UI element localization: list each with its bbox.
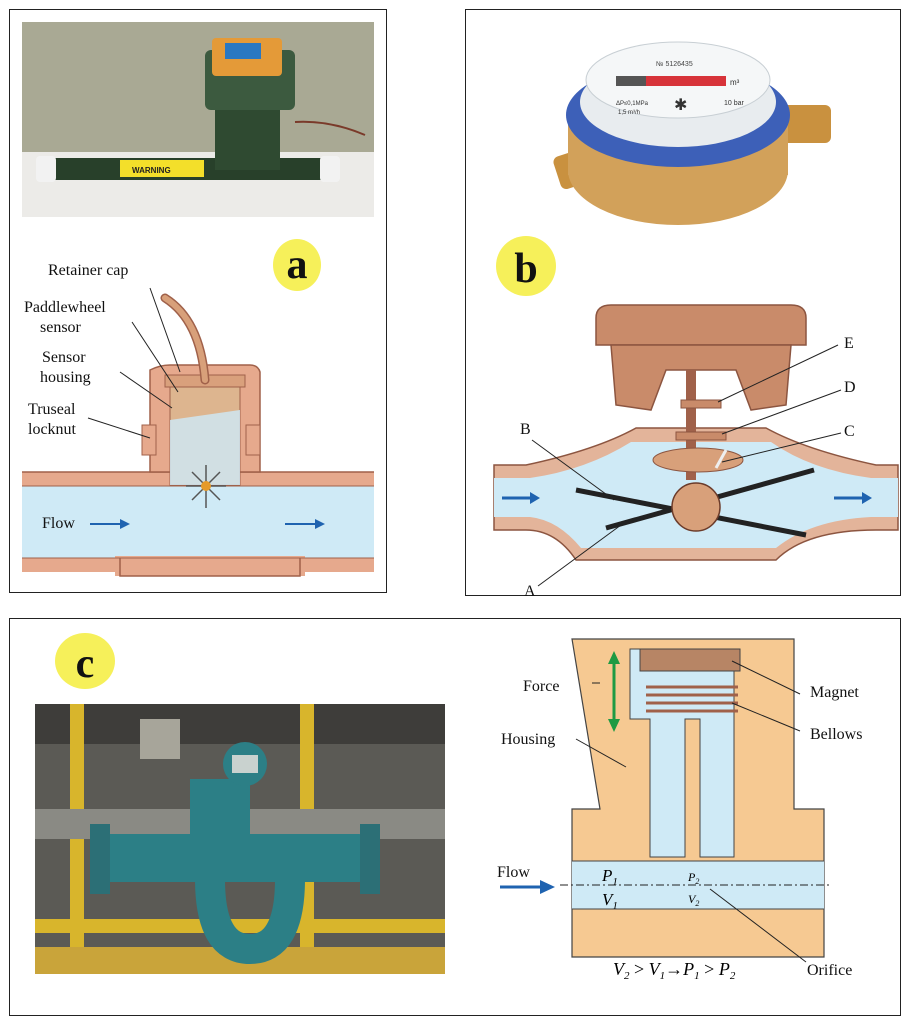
- label-truseal-2: locknut: [28, 421, 77, 438]
- label-v1: V1: [602, 890, 618, 912]
- meter-unit: m³: [730, 78, 740, 87]
- label-magnet: Magnet: [810, 684, 859, 701]
- star-dial-icon: ✱: [674, 95, 687, 114]
- label-orifice: Orifice: [807, 962, 852, 979]
- label-bellows: Bellows: [810, 726, 862, 743]
- label-flow-c: Flow: [497, 864, 530, 881]
- label-sensor-housing-2: housing: [40, 369, 91, 386]
- label-p1: P1: [601, 866, 618, 888]
- label-paddlewheel-2: sensor: [40, 319, 82, 336]
- coriolis-meter-photo: [35, 704, 445, 974]
- panel-c-canvas: c: [35, 633, 862, 982]
- label-e: E: [844, 335, 854, 352]
- panel-a-canvas: WARNING a: [22, 22, 374, 577]
- warning-label: WARNING: [132, 166, 171, 175]
- equation: V2 > V1→P1 > P2: [613, 959, 736, 982]
- label-p2: P2: [687, 870, 699, 886]
- meter-pressure: 10 bar: [724, 100, 745, 107]
- badge-a: a: [287, 242, 308, 288]
- label-force: Force: [523, 678, 559, 695]
- meter-spec-1: ΔP≤0,1MPa: [616, 101, 649, 107]
- label-housing: Housing: [501, 731, 555, 748]
- label-c: C: [844, 423, 855, 440]
- label-a: A: [524, 583, 536, 597]
- panel-b: № 5126435 m³ 10 bar ΔP≤0,1MPa 1,5 m³/h ✱…: [465, 9, 901, 597]
- label-sensor-housing-1: Sensor: [42, 349, 86, 366]
- badge-b-bg: [496, 236, 556, 296]
- label-d: D: [844, 379, 856, 396]
- panel-c: c: [9, 618, 901, 1016]
- label-flow-a: Flow: [42, 515, 75, 532]
- pressure-sensor-diagram: [500, 638, 832, 963]
- panel-b-canvas: № 5126435 m³ 10 bar ΔP≤0,1MPa 1,5 m³/h ✱…: [493, 41, 899, 597]
- badge-b: b: [514, 246, 537, 292]
- label-truseal-1: Truseal: [28, 401, 76, 418]
- meter-cutaway-diagram: [493, 304, 899, 587]
- water-meter-photo: № 5126435 m³ 10 bar ΔP≤0,1MPa 1,5 m³/h ✱: [553, 41, 831, 225]
- label-v2: V2: [688, 892, 699, 908]
- badge-c: c: [76, 641, 95, 687]
- paddlewheel-diagram: [22, 287, 374, 577]
- panel-a: WARNING a: [9, 9, 387, 593]
- meter-spec-2: 1,5 m³/h: [618, 110, 640, 116]
- label-b: B: [520, 421, 531, 438]
- badge-a-bg: [273, 239, 321, 291]
- paddlewheel-photo: WARNING: [22, 22, 374, 217]
- label-retainer-cap: Retainer cap: [48, 262, 128, 279]
- label-paddlewheel-1: Paddlewheel: [24, 299, 106, 316]
- meter-serial: № 5126435: [656, 61, 693, 68]
- badge-c-bg: [55, 633, 115, 689]
